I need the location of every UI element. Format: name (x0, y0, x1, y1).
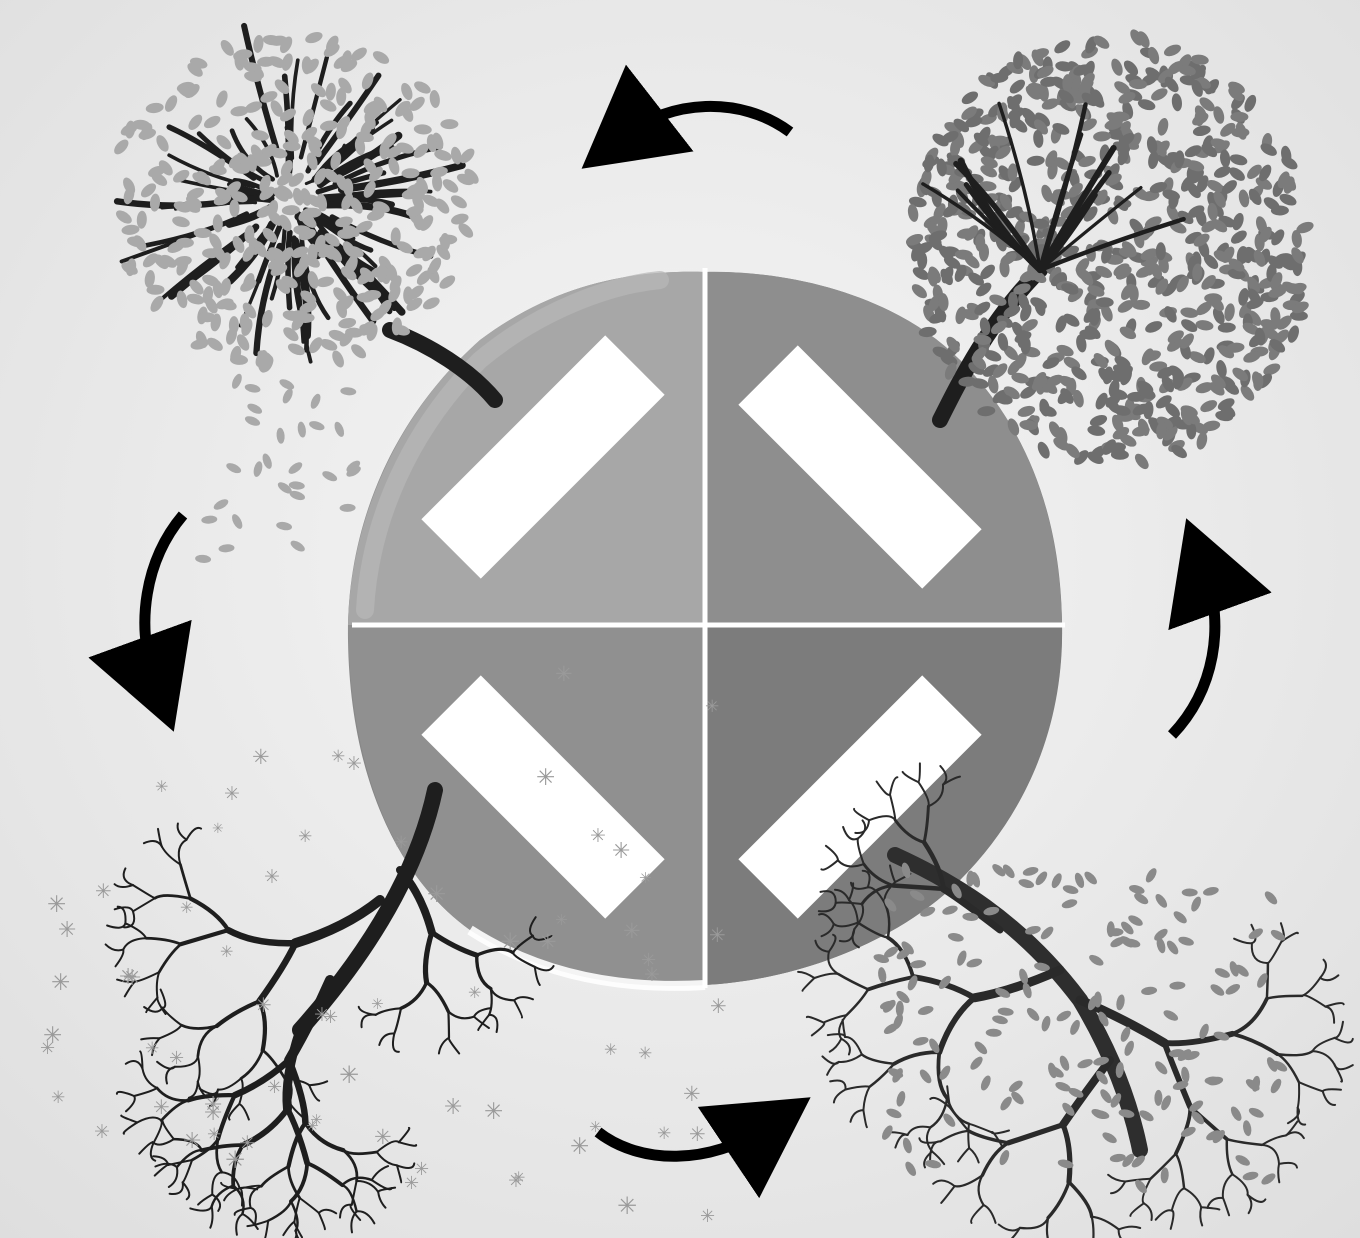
branch (288, 232, 290, 307)
leaf (991, 136, 1009, 146)
snowflake-icon: ✳ (58, 918, 76, 943)
snowflake-icon: ✳ (444, 1095, 462, 1120)
snowflake-icon: ✳ (700, 1206, 715, 1227)
snowflake-icon: ✳ (555, 662, 573, 686)
snowflake-icon: ✳ (612, 839, 630, 864)
branch (968, 1124, 969, 1148)
snowflake-icon: ✳ (43, 1023, 62, 1049)
snowflake-icon: ✳ (239, 1131, 256, 1155)
snowflake-icon: ✳ (252, 745, 270, 769)
snowflake-icon: ✳ (536, 765, 555, 791)
snowflake-icon: ✳ (508, 1170, 524, 1192)
leaf (302, 56, 312, 74)
branch (1267, 963, 1268, 999)
snowflake-icon: ✳ (539, 930, 557, 954)
snowflake-icon: ✳ (169, 1048, 184, 1069)
snowflake-icon: ✳ (47, 892, 66, 918)
snowflake-icon: ✳ (555, 911, 568, 929)
snowflake-icon: ✳ (153, 1095, 170, 1119)
snowflake-icon: ✳ (484, 1099, 503, 1125)
snowflake-icon: ✳ (371, 995, 384, 1013)
snowflake-icon: ✳ (51, 970, 70, 996)
snowflake-icon: ✳ (710, 994, 727, 1018)
snowflake-icon: ✳ (51, 1088, 65, 1108)
snowflake-icon: ✳ (224, 783, 240, 805)
snowflake-icon: ✳ (207, 1125, 221, 1145)
snowflake-icon: ✳ (255, 993, 272, 1017)
snowflake-icon: ✳ (427, 882, 446, 908)
snowflake-icon: ✳ (689, 1122, 706, 1146)
leaf (975, 234, 985, 252)
snowflake-icon: ✳ (604, 1040, 617, 1059)
snowflake-icon: ✳ (212, 821, 224, 837)
snowflake-icon: ✳ (314, 1004, 330, 1026)
snowflake-icon: ✳ (267, 1077, 282, 1098)
snowflake-icon: ✳ (570, 1134, 589, 1160)
snowflake-icon: ✳ (639, 869, 652, 887)
branch (1278, 1164, 1279, 1182)
snowflake-icon: ✳ (414, 1159, 429, 1180)
snowflake-icon: ✳ (705, 697, 719, 717)
snowflake-icon: ✳ (500, 928, 520, 956)
snowflake-icon: ✳ (339, 1061, 359, 1089)
snowflake-icon: ✳ (638, 1044, 652, 1064)
snowflake-icon: ✳ (220, 942, 233, 961)
leaf (1230, 112, 1248, 122)
snowflake-icon: ✳ (623, 919, 641, 943)
snowflake-icon: ✳ (657, 1124, 671, 1144)
snowflake-icon: ✳ (119, 965, 137, 990)
snowflake-icon: ✳ (644, 964, 660, 986)
snowflake-icon: ✳ (306, 1117, 319, 1135)
leaf (440, 119, 458, 129)
snowflake-icon: ✳ (180, 898, 193, 917)
leaf (1156, 242, 1166, 260)
snowflake-icon: ✳ (683, 1082, 701, 1106)
snowflake-icon: ✳ (468, 983, 481, 1002)
snowflake-icon: ✳ (590, 825, 606, 847)
snowflake-icon: ✳ (298, 827, 312, 847)
snowflake-icon: ✳ (145, 1039, 159, 1059)
snowflake-icon: ✳ (394, 833, 408, 853)
snowflake-icon: ✳ (374, 1125, 392, 1149)
snowflake-icon: ✳ (204, 1101, 222, 1126)
snowflake-icon: ✳ (617, 1192, 637, 1220)
snowflake-icon: ✳ (94, 1121, 110, 1143)
snowflake-icon: ✳ (155, 777, 168, 796)
snowflake-icon: ✳ (264, 866, 280, 888)
branch (448, 1012, 449, 1038)
snowflake-icon: ✳ (346, 753, 362, 775)
snowflake-icon: ✳ (331, 747, 345, 767)
snowflake-icon: ✳ (95, 879, 112, 903)
snowflake-icon: ✳ (183, 1129, 201, 1154)
snowflake-icon: ✳ (709, 923, 726, 947)
